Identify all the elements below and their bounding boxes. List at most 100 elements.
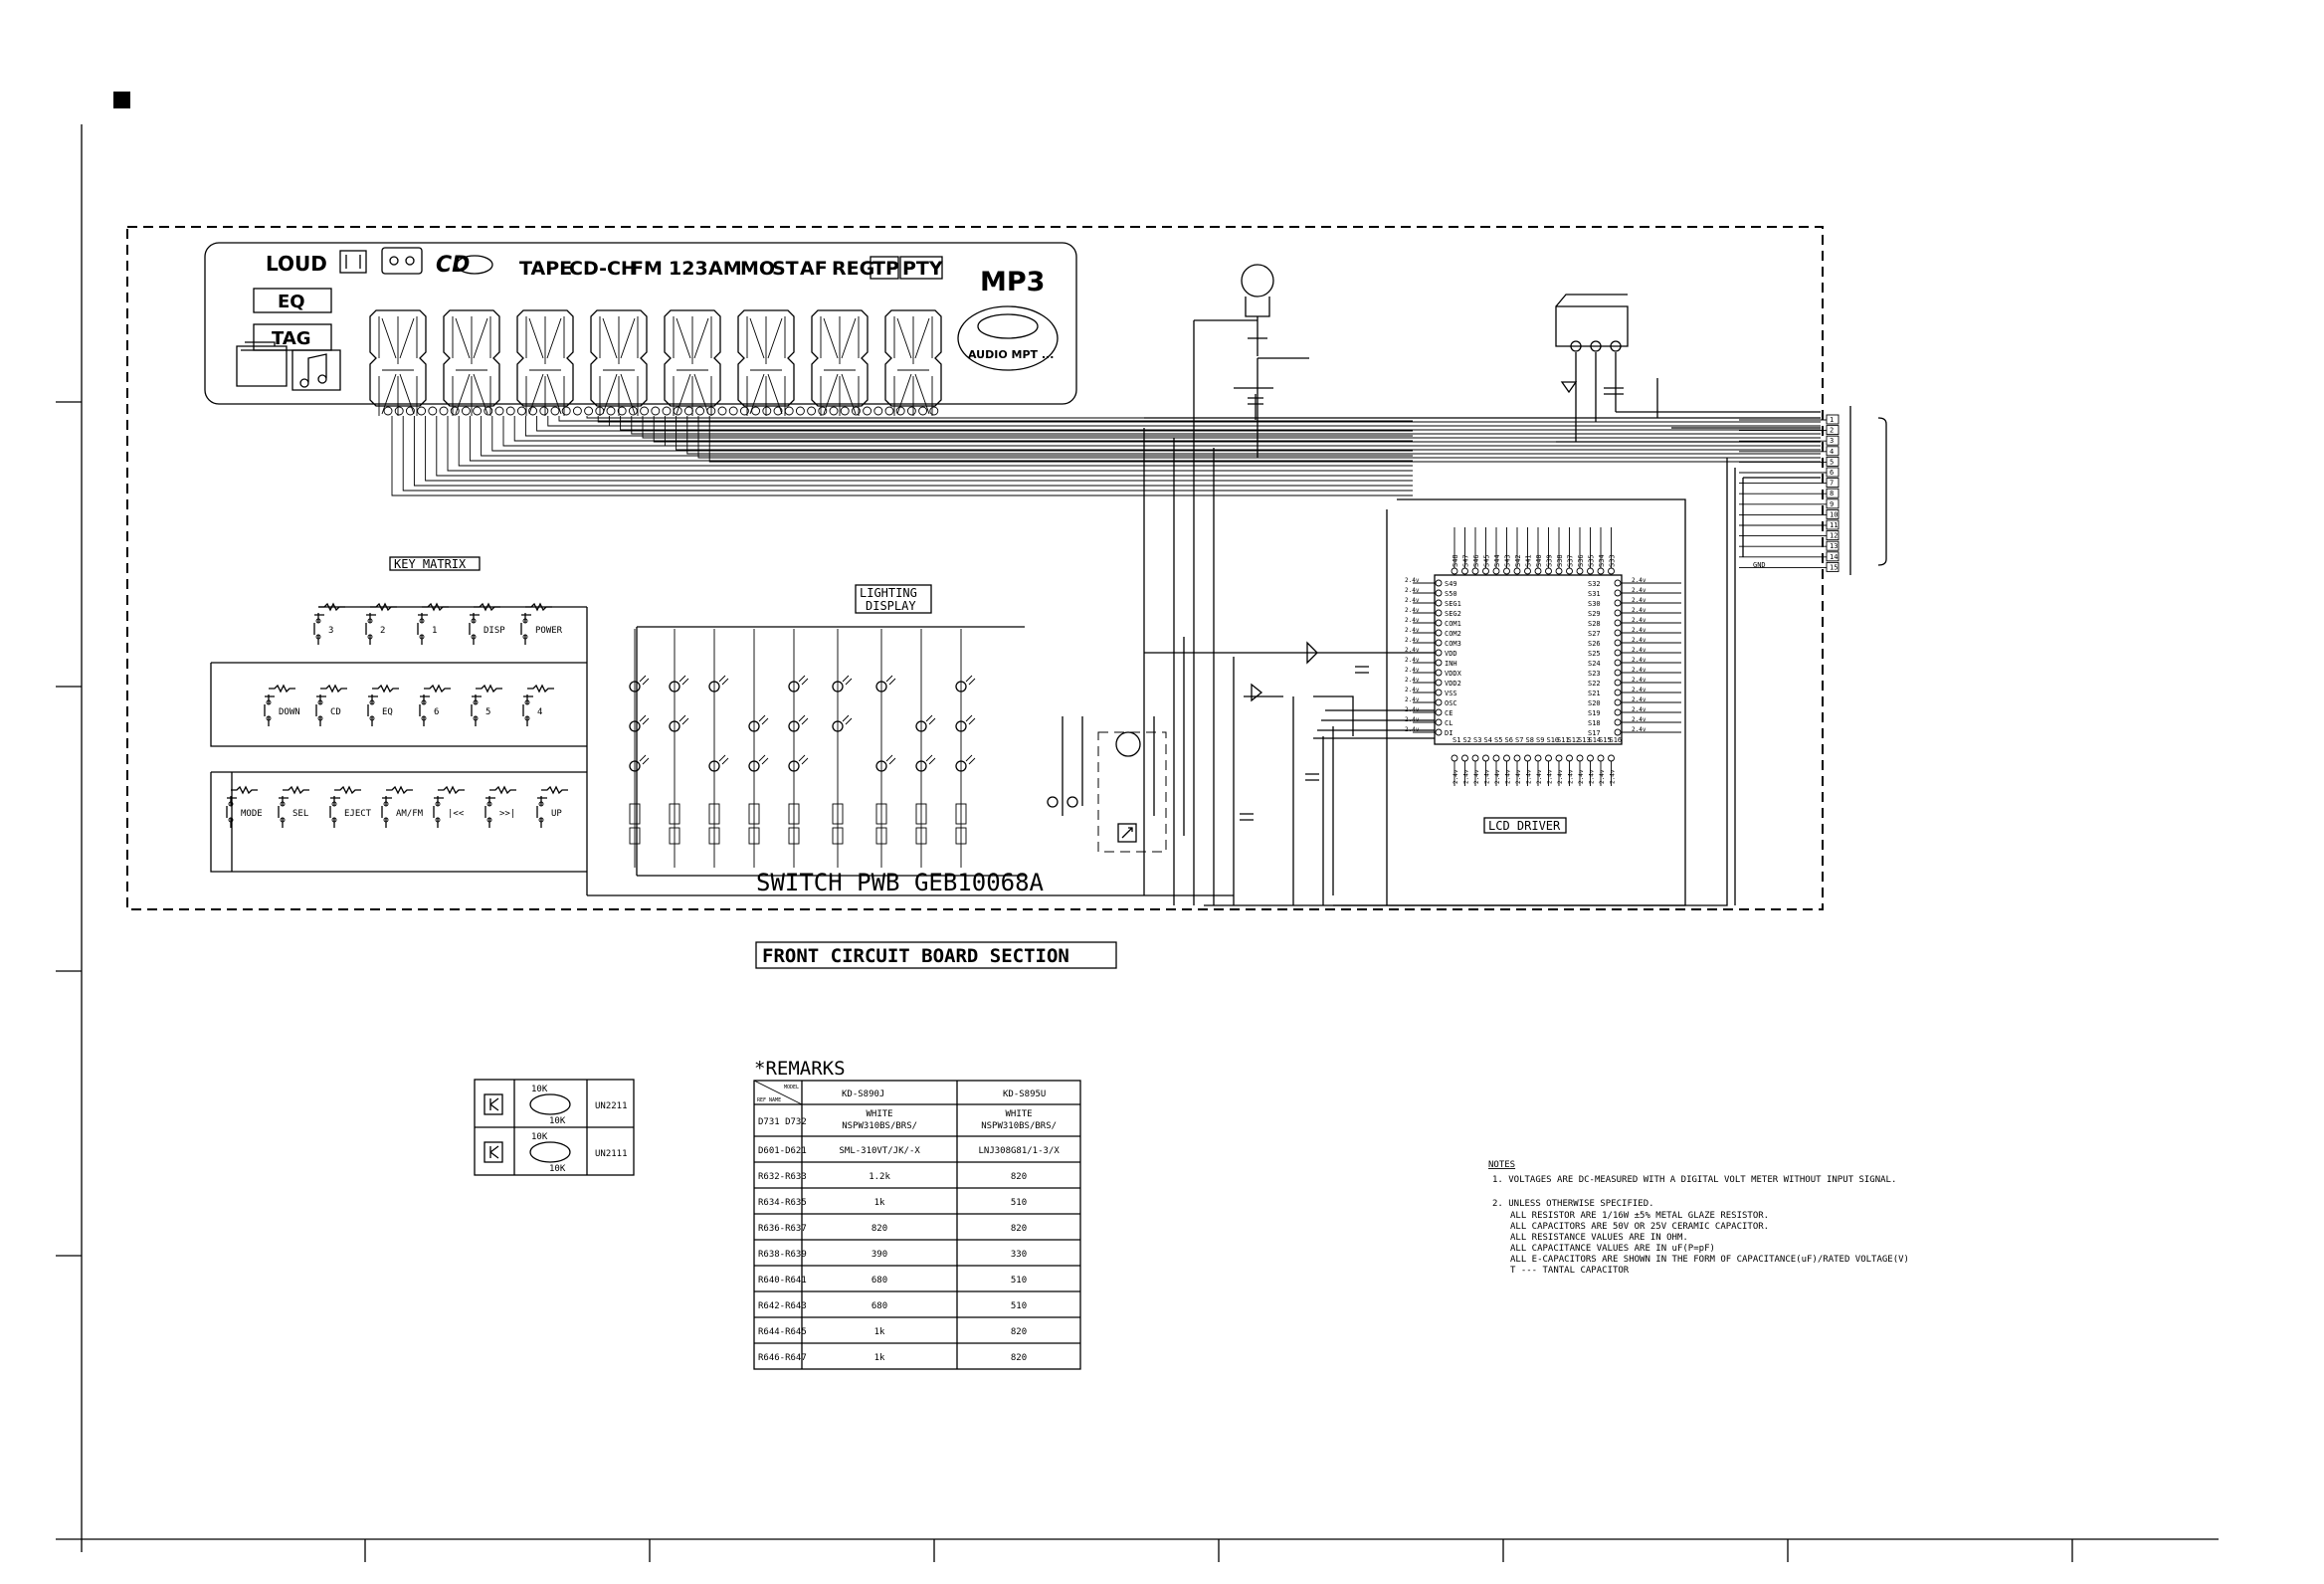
bus-lines	[1143, 411, 1821, 906]
lcd-pty: PTY	[902, 258, 943, 280]
key-switch: UP	[536, 785, 568, 828]
key-switch: EQ	[367, 684, 399, 726]
ic-pin-voltage: 2.4v	[1632, 667, 1646, 674]
led-icon	[788, 675, 809, 693]
remarks-value: 330	[1011, 1250, 1027, 1260]
ic-pin-label: COM3	[1445, 640, 1461, 648]
lcd-digit	[369, 309, 427, 416]
remarks-ref: D601-D621	[758, 1146, 807, 1156]
key-matrix-label: KEY MATRIX	[394, 557, 467, 571]
ic-pin-label: S8	[1526, 736, 1534, 744]
dolby-icon	[339, 250, 367, 274]
notes-block: NOTES 1. VOLTAGES ARE DC-MEASURED WITH A…	[1488, 1160, 1909, 1276]
ic-pin-label: CL	[1445, 719, 1452, 727]
remarks-ref: R638-R639	[758, 1250, 807, 1260]
ic-pin-label: S5	[1494, 736, 1502, 744]
ic-pin-label: S2	[1463, 736, 1471, 744]
key-label: CD	[330, 707, 341, 717]
lcd-tp: TP	[872, 258, 899, 280]
remarks-value: 820	[1011, 1172, 1027, 1182]
lcd-loud: LOUD	[266, 252, 327, 276]
key-label: DOWN	[279, 707, 300, 717]
ic-pin-label: S20	[1588, 699, 1601, 707]
key-label: 3	[328, 626, 333, 636]
ic-pin-label: S1	[1452, 736, 1460, 744]
ic-pin-label: S26	[1588, 640, 1601, 648]
lcd-am: AM	[708, 258, 742, 280]
connector-pin-label: 4	[1830, 448, 1834, 456]
notes-line-1: 1. VOLTAGES ARE DC-MEASURED WITH A DIGIT…	[1492, 1175, 1896, 1185]
led-icon	[748, 754, 769, 772]
gnd-label: GND	[1753, 561, 1766, 569]
connector-pin-label: 1	[1830, 416, 1834, 424]
key-label: 6	[434, 707, 439, 717]
key-switch: 5	[471, 684, 502, 726]
lcd-panel: LOUD EQ TAG CD TAPE CD-CH FM	[204, 242, 1077, 416]
notes-line-4: ALL CAPACITORS ARE 50V OR 25V CERAMIC CA…	[1510, 1222, 1769, 1232]
remarks-value: 820	[872, 1224, 887, 1234]
remarks-value: 1.2k	[869, 1172, 890, 1182]
remarks-value: 1k	[874, 1327, 885, 1337]
ic-pin-voltage: 2.4v	[1405, 607, 1420, 614]
ic-pin-label: S39	[1546, 554, 1554, 567]
ic-pin-voltage: 2.4v	[1494, 769, 1501, 784]
ic-pin-label: S13	[1578, 736, 1591, 744]
led-icon	[915, 714, 936, 732]
key-switch: 3	[313, 602, 345, 645]
cd-logo-icon: CD	[436, 253, 493, 278]
key-label: POWER	[535, 626, 563, 636]
led-icon	[788, 754, 809, 772]
ic-pin-label: S43	[1504, 554, 1512, 567]
remarks-value: 820	[1011, 1224, 1027, 1234]
led-icon	[708, 754, 729, 772]
top-regulator	[1555, 294, 1658, 442]
key-switch: EJECT	[329, 785, 372, 828]
ic-pin-label: S14	[1589, 736, 1602, 744]
ic-pin-label: VDD	[1445, 650, 1457, 658]
key-label: 1	[432, 626, 437, 636]
ic-pin-label: S35	[1588, 554, 1596, 567]
cassette-icon	[381, 247, 423, 275]
ic-pin-label: S32	[1588, 580, 1601, 588]
remarks-ref: D731 D732	[758, 1117, 807, 1127]
ic-pin-label: S38	[1556, 554, 1564, 567]
ic-pin-label: S46	[1472, 554, 1480, 567]
audio-disc-badge: AUDIO MPT ...	[957, 305, 1059, 371]
lcd-driver-label: LCD DRIVER	[1488, 819, 1561, 833]
lcd-cd-ch: CD-CH	[569, 258, 637, 280]
ic-pin-voltage: 2.4v	[1505, 769, 1512, 784]
ic-pin-voltage: 2.4v	[1405, 627, 1420, 634]
remarks-value: 510	[1011, 1198, 1027, 1208]
remarks-col-header: KD-S895U	[1003, 1089, 1046, 1099]
key-label: AM/FM	[396, 809, 424, 819]
tr2-bottom-res: 10K	[549, 1164, 566, 1174]
lcd-driver-ic: S492.4vS502.4vSEG12.4vSEG22.4vCOM12.4vCO…	[1405, 527, 1681, 834]
ic-pin-label: VDDX	[1445, 670, 1462, 678]
ic-pin-label: S4	[1484, 736, 1492, 744]
ic-pin-label: S28	[1588, 620, 1601, 628]
led-icon	[832, 714, 853, 732]
remarks-corner-top: MODEL	[784, 1085, 799, 1090]
board-outline	[126, 226, 1824, 910]
ic-pin-label: SEG1	[1445, 600, 1461, 608]
notes-line-5: ALL RESISTANCE VALUES ARE IN OHM.	[1510, 1233, 1688, 1243]
transistor-table: 10K 10K UN2211 10K 10K UN2111	[474, 1079, 635, 1176]
key-switch: MODE	[226, 785, 263, 828]
led-icon	[629, 675, 650, 693]
connector-pin-label: 7	[1830, 480, 1834, 488]
ic-pin-label: S24	[1588, 660, 1601, 668]
ic-pin-label: S48	[1452, 554, 1459, 567]
remarks-value: SML-310VT/JK/-X	[840, 1146, 921, 1156]
ic-pin-label: OSC	[1445, 699, 1457, 707]
ic-pin-label: S45	[1483, 554, 1491, 567]
remarks-value: 820	[1011, 1353, 1027, 1363]
key-label: 5	[485, 707, 490, 717]
connector-pin-label: 14	[1830, 553, 1838, 561]
connector-pin-label: 15	[1830, 563, 1838, 571]
lcd-digit	[664, 309, 721, 416]
connector-pin-label: 5	[1830, 458, 1834, 466]
connector-pin-label: 12	[1830, 532, 1838, 540]
ic-pin-voltage: 2.4v	[1632, 577, 1646, 584]
ic-pin-voltage: 2.4v	[1578, 769, 1585, 784]
ic-pin-label: S9	[1536, 736, 1544, 744]
